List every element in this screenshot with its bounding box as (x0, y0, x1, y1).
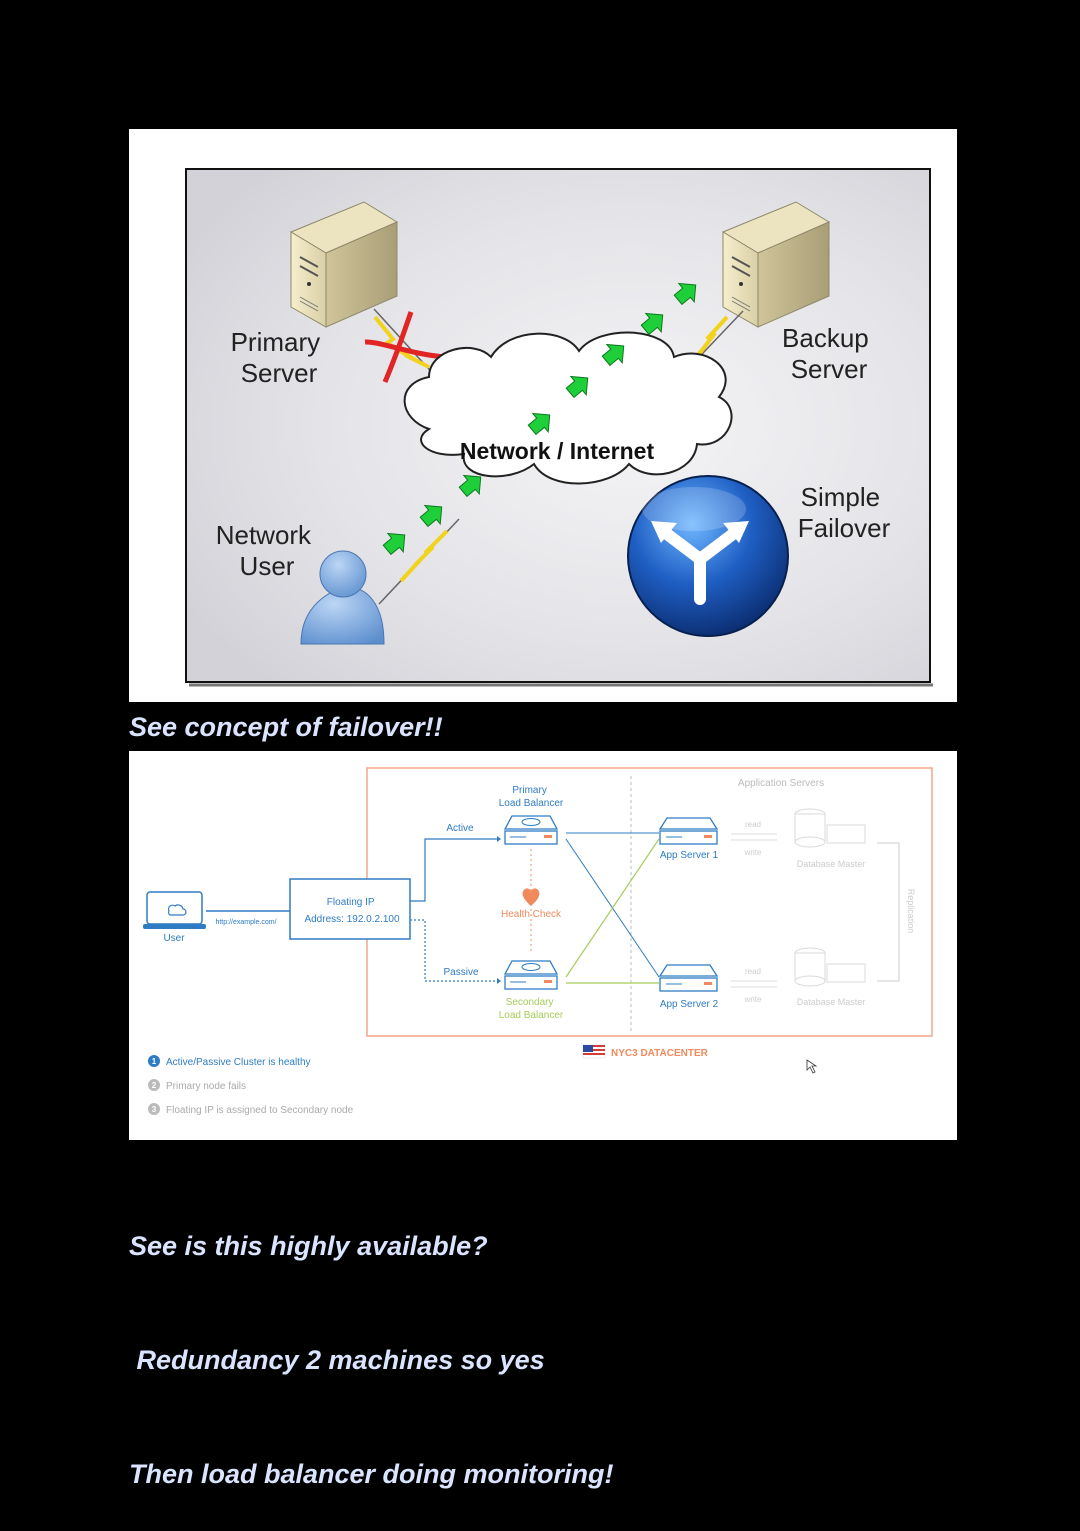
user-laptop-icon (143, 891, 206, 929)
step-number: 3 (152, 1105, 157, 1114)
network-cloud (403, 331, 733, 485)
read-label-2: read (745, 967, 761, 976)
ha-diagram-panel: User http://example.com/ Floating IP Add… (129, 751, 957, 1140)
step-text: Floating IP is assigned to Secondary nod… (166, 1105, 354, 1116)
url-label: http://example.com/ (215, 919, 276, 926)
green-arrow-icon (382, 532, 406, 556)
failover-path-arrows (382, 282, 697, 556)
caption-line: Redundancy 2 machines so yes (129, 1345, 545, 1375)
floating-ip-box (289, 878, 411, 940)
failover-split-icon (627, 475, 789, 637)
read-label-1: read (745, 820, 761, 829)
caption-high-availability: See is this highly available? Redundancy… (129, 1151, 614, 1531)
active-label: Active (446, 823, 474, 834)
datacenter-label: NYC3 DATACENTER (611, 1048, 709, 1059)
write-label-2: write (744, 995, 762, 1004)
step-number: 1 (152, 1057, 157, 1066)
green-arrow-icon (458, 474, 482, 498)
failover-diagram: Network / Internet Primary Server Backup… (185, 168, 933, 687)
heart-icon (522, 888, 540, 906)
app-server-2-label: App Server 2 (660, 999, 719, 1010)
user-label: User (163, 933, 185, 944)
step-number-badge (148, 1103, 160, 1115)
database-master-1-label: Database Master (797, 859, 866, 869)
steps-list: 1 Active/Passive Cluster is healthy 2 Prima… (148, 1055, 354, 1116)
step-text: Active/Passive Cluster is healthy (166, 1057, 311, 1068)
database-master-1-icon (794, 808, 866, 848)
datacenter-boundary (366, 767, 933, 1037)
simple-failover-label: Simple Failover (798, 482, 891, 543)
caption-line: Then load balancer doing monitoring! (129, 1459, 614, 1489)
us-flag-icon (582, 1044, 606, 1059)
broken-link-lightning-icon (373, 315, 430, 369)
backup-server-label: Backup Server (782, 323, 876, 384)
network-label: Network / Internet (460, 438, 655, 464)
ha-diagram: User http://example.com/ Floating IP Add… (143, 767, 933, 1116)
passive-label: Passive (443, 967, 478, 978)
secondary-lb-label: Secondary Load Balancer (499, 997, 564, 1021)
green-arrow-icon (527, 412, 551, 436)
step-number: 2 (152, 1081, 157, 1090)
primary-lb-label: Primary Load Balancer (499, 785, 564, 809)
failover-diagram-panel: Network / Internet Primary Server Backup… (129, 129, 957, 702)
app-servers-title: Application Servers (738, 778, 824, 789)
network-user-label: Network User (216, 520, 319, 581)
network-user-icon (300, 550, 385, 645)
database-master-2-icon (794, 947, 866, 987)
green-arrow-icon (419, 504, 443, 528)
health-check-label: Health Check (501, 909, 562, 920)
green-arrow-icon (601, 343, 625, 367)
app-server-1-label: App Server 1 (660, 850, 719, 861)
green-arrow-icon (565, 375, 589, 399)
green-arrow-icon (640, 312, 664, 336)
database-master-2-label: Database Master (797, 997, 866, 1007)
mouse-cursor-icon (806, 1059, 818, 1074)
app-server-1-icon (658, 817, 719, 845)
replication-label: Replication (906, 889, 916, 934)
caption-failover: See concept of failover!! (129, 712, 443, 742)
user-link-lightning-icon (399, 529, 449, 583)
app-server-2-icon (658, 964, 719, 992)
step-text: Primary node fails (166, 1081, 246, 1092)
backup-server-icon (721, 201, 831, 328)
primary-server-label: Primary Server (231, 327, 328, 388)
step-number-badge (148, 1079, 160, 1091)
write-label-1: write (744, 848, 762, 857)
step-number-badge (148, 1055, 160, 1067)
floating-ip-label: Floating IP Address: 192.0.2.100 (304, 897, 400, 925)
secondary-load-balancer-icon (503, 960, 559, 990)
failure-x-icon (364, 311, 446, 383)
primary-server-icon (289, 201, 399, 328)
caption-line: See is this highly available? (129, 1231, 488, 1261)
green-arrow-icon (673, 282, 697, 306)
primary-load-balancer-icon (503, 815, 559, 845)
